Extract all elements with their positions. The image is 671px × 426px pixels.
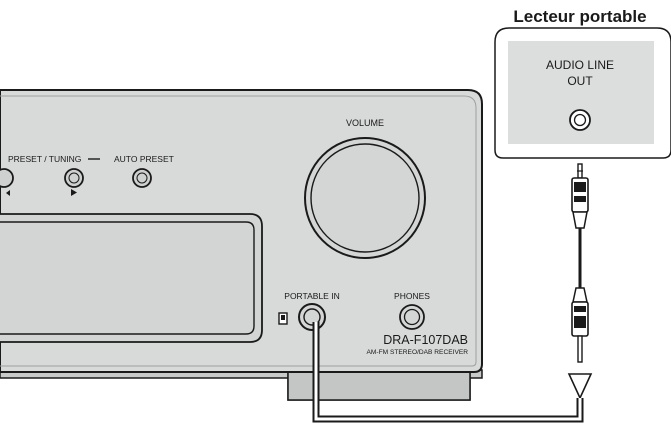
- preset-tuning-label: PRESET / TUNING: [8, 154, 81, 164]
- mid-plug-grip-2: [574, 316, 586, 328]
- audio-line-out-label-1: AUDIO LINE: [546, 58, 614, 72]
- portable-in-indicator-fill: [281, 315, 285, 320]
- phones-jack-ring: [403, 308, 421, 326]
- top-plug-grip-2: [574, 196, 586, 202]
- auto-preset-button-inner: [136, 172, 148, 184]
- arrow-right-icon: [71, 189, 77, 196]
- portable-in-label: PORTABLE IN: [284, 291, 339, 301]
- stereo-mini-cable: [312, 163, 593, 423]
- auto-preset-label: AUTO PRESET: [114, 154, 174, 164]
- phones-jack[interactable]: [399, 304, 425, 330]
- receiver-front-panel: PRESET / TUNING AUTO PRESET VOLUME PORTA…: [0, 89, 483, 401]
- display-window: [0, 213, 263, 343]
- volume-knob[interactable]: [304, 137, 426, 259]
- audio-line-out-jack[interactable]: [569, 109, 591, 131]
- preset-right-button-inner: [68, 172, 80, 184]
- preset-left-button[interactable]: [0, 168, 14, 188]
- cable-run-core: [314, 322, 582, 421]
- mid-plug-tip: [577, 335, 583, 363]
- audio-line-out-jack-ring: [573, 113, 587, 127]
- arrow-left-icon: [6, 190, 10, 196]
- connection-arrow-icon: [567, 373, 593, 400]
- display-window-inner: [0, 221, 255, 335]
- auto-preset-button[interactable]: [132, 168, 152, 188]
- preset-right-button[interactable]: [64, 168, 84, 188]
- portable-player: Lecteur portable AUDIO LINE OUT: [494, 7, 671, 159]
- mid-plug-grip-1: [574, 306, 586, 312]
- model-subtitle: AM-FM STEREO/DAB RECEIVER: [367, 349, 469, 356]
- volume-knob-inner-ring: [310, 143, 420, 253]
- portable-player-title: Lecteur portable: [513, 7, 646, 26]
- portable-in-jack[interactable]: [298, 303, 326, 331]
- receiver-bevel: [0, 95, 477, 367]
- top-plug-strain-relief: [572, 211, 588, 229]
- audio-line-out-label-2: OUT: [567, 74, 593, 88]
- model-name: DRA-F107DAB: [383, 333, 468, 347]
- mid-plug-strain-relief: [572, 287, 588, 303]
- top-plug-grip-1: [574, 182, 586, 192]
- volume-label: VOLUME: [346, 118, 384, 128]
- phones-label: PHONES: [394, 291, 430, 301]
- portable-in-jack-ring: [303, 308, 321, 326]
